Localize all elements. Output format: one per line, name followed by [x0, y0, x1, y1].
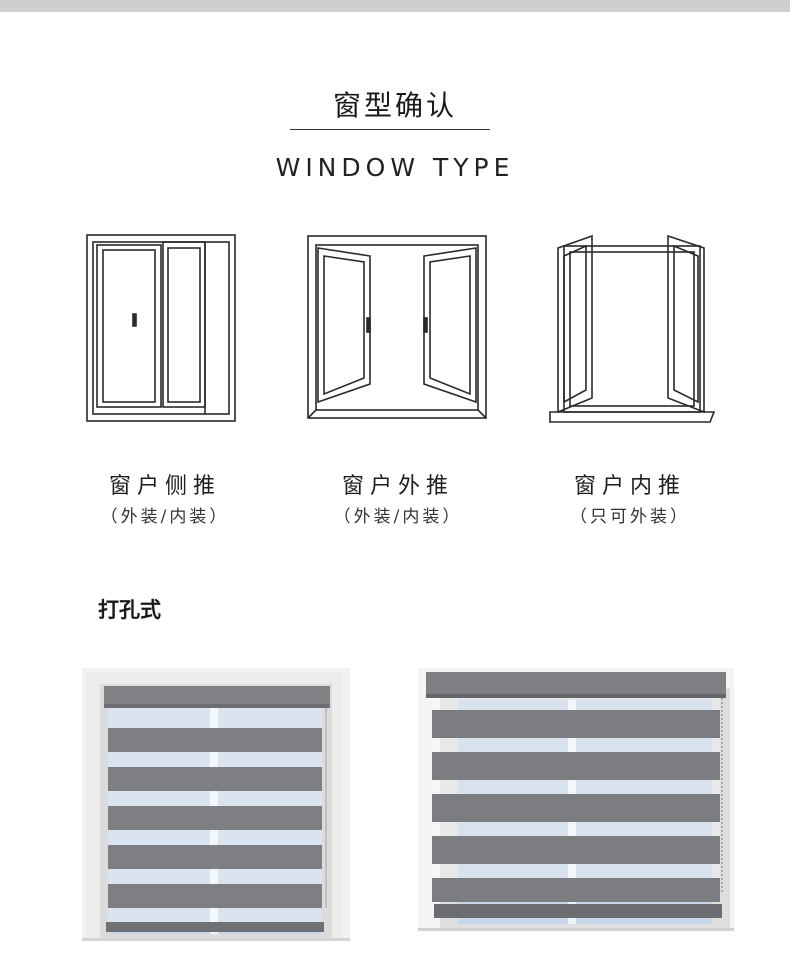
- blind-photo-inside-mount: [82, 668, 350, 962]
- page-title: 窗型确认: [332, 89, 457, 122]
- mount-section-title: 打孔式: [98, 598, 161, 622]
- window-type-note: （外装/内装）: [100, 507, 230, 527]
- title-underline: [290, 129, 490, 130]
- outward-casement-window-icon: [288, 226, 508, 426]
- window-type-label: 窗户内推: [573, 474, 686, 499]
- window-type-label: 窗户侧推: [108, 474, 221, 499]
- window-type-outward[interactable]: 窗户外推 （外装/内装）: [288, 226, 508, 527]
- window-type-inward[interactable]: 窗户内推 （只可外装）: [520, 226, 740, 527]
- window-type-label: 窗户外推: [341, 474, 454, 499]
- top-decorative-bar: [0, 0, 790, 12]
- window-type-note: （只可外装）: [570, 507, 690, 527]
- sliding-window-icon: [55, 226, 275, 426]
- blind-photo-outside-mount: [418, 668, 734, 962]
- window-type-note: （外装/内装）: [333, 507, 463, 527]
- window-type-sliding[interactable]: 窗户侧推 （外装/内装）: [55, 226, 275, 527]
- page-subtitle: WINDOW TYPE: [275, 153, 515, 182]
- inward-casement-window-icon: [520, 226, 740, 426]
